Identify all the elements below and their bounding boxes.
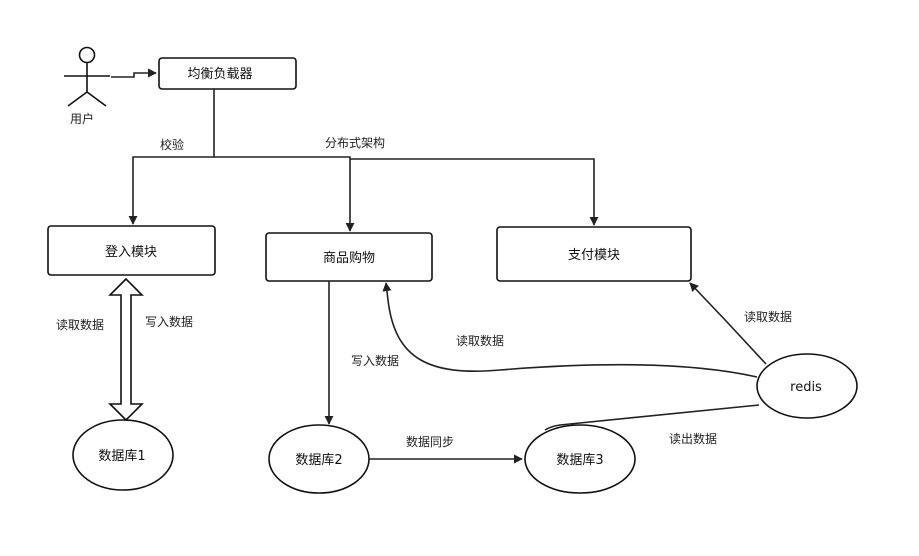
edge-redis-db3: [544, 404, 760, 431]
db1-label: 数据库1: [98, 448, 145, 464]
db1-read-label: 读取数据: [56, 317, 104, 332]
edge-redis-pay: [689, 282, 767, 365]
redis-label: redis: [790, 380, 822, 395]
balancer-node: [158, 57, 297, 90]
db1-write-label: 写入数据: [145, 314, 193, 329]
sync-label: 数据同步: [406, 434, 454, 449]
edge-balancer-login: [128, 89, 215, 225]
login-node: [47, 225, 216, 276]
login-label: 登入模块: [105, 245, 157, 260]
shop-write-label: 写入数据: [351, 353, 399, 368]
edge-redis-shop: [382, 282, 758, 378]
user-label: 用户: [70, 111, 94, 126]
edge-balancer-pay: [350, 158, 599, 226]
edge-user-balancer: [111, 68, 157, 78]
db3-label: 数据库3: [556, 452, 603, 468]
shop-label: 商品购物: [323, 250, 375, 266]
redis-node: [756, 353, 858, 419]
balancer-label: 均衡负载器: [187, 67, 252, 82]
user-actor: [64, 46, 110, 107]
db2-label: 数据库2: [295, 452, 342, 468]
distributed-label: 分布式架构: [325, 135, 385, 150]
edge-login-db1-bidirectional: [108, 277, 144, 422]
redis-out-label: 读出数据: [669, 431, 717, 446]
pay-label: 支付模块: [568, 248, 620, 263]
redis-pay-read-label: 读取数据: [744, 309, 792, 324]
redis-shop-read-label: 读取数据: [456, 333, 504, 348]
db1-node: [72, 419, 174, 491]
verify-label: 校验: [160, 137, 184, 152]
db3-node: [524, 424, 636, 494]
pay-node: [496, 226, 692, 282]
shop-node: [265, 232, 433, 282]
edge-balancer-shop: [214, 156, 355, 232]
